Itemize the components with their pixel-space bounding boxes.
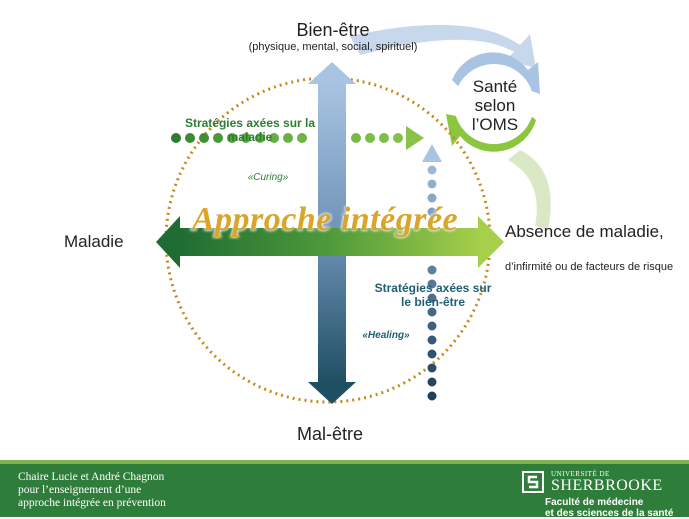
oms-circle-arrows xyxy=(446,52,540,152)
oms-label: Santé selon l’OMS xyxy=(471,77,519,134)
right-sublabel: d’infirmité ou de facteurs de risque xyxy=(505,261,674,273)
oms-arc-top xyxy=(350,24,536,68)
faculty-line-1: Faculté de médecine xyxy=(545,497,644,508)
diagram-graphic xyxy=(156,24,551,404)
strategy-curing-label: Stratégies axées sur la maladie xyxy=(184,116,316,144)
left-label: Maladie xyxy=(64,232,124,251)
chair-line-2: pour l’enseignement d’une xyxy=(18,484,142,496)
chair-line-3: approche intégrée en prévention xyxy=(18,497,166,509)
university-name: SHERBROOKE xyxy=(551,477,663,494)
faculty-line-2: et des sciences de la santé xyxy=(545,508,674,519)
oms-arc-right xyxy=(508,150,551,230)
faculty-name: Faculté de médecine et des sciences de l… xyxy=(545,497,673,519)
university-small-label: UNIVERSITÉ DE xyxy=(551,470,610,478)
healing-label: «Healing» xyxy=(362,330,410,341)
diagram: Bien-être (physique, mental, social, spi… xyxy=(64,20,674,444)
strategy-healing-label: Stratégies axées sur le bien-être xyxy=(374,281,492,309)
curing-label: «Curing» xyxy=(247,172,289,183)
footer-banner: Chaire Lucie et André Chagnon pour l’ens… xyxy=(0,460,689,519)
right-label: Absence de maladie, xyxy=(505,222,664,241)
bottom-label: Mal-être xyxy=(296,424,363,444)
chair-name: Chaire Lucie et André Chagnon pour l’ens… xyxy=(18,471,268,510)
top-sublabel: (physique, mental, social, spirituel) xyxy=(248,41,418,53)
chair-line-1: Chaire Lucie et André Chagnon xyxy=(18,471,165,483)
center-label: Approche intégrée xyxy=(191,201,459,238)
top-label: Bien-être xyxy=(296,20,370,40)
healing-dots xyxy=(422,144,442,401)
university-logo-icon xyxy=(522,471,544,493)
curing-dots xyxy=(171,126,424,150)
